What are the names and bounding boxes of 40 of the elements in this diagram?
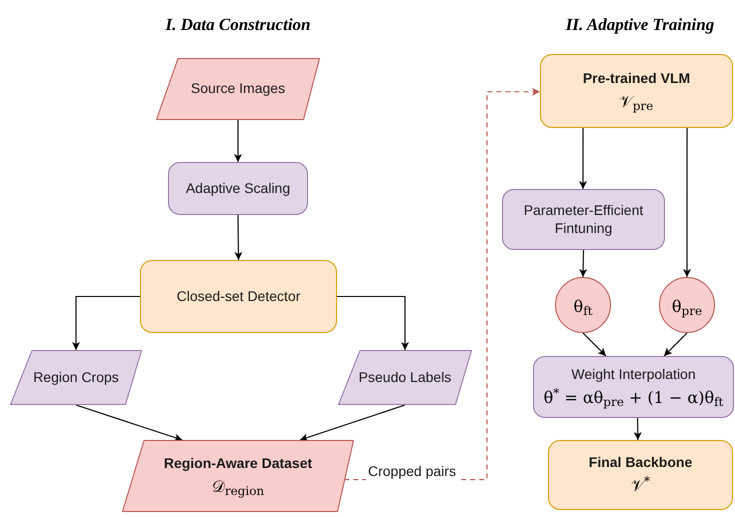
math-formula: θ$^{*}$ = αθ$_{pre}$ + (1 − α)θ$_{ft}$ <box>544 388 724 408</box>
arrow <box>300 404 406 442</box>
node-label: Parameter-Efficient Fintuning <box>522 202 644 237</box>
node-label: Closed-set Detector <box>176 288 302 306</box>
node-label: Region Crops <box>32 368 120 386</box>
data-parallelogram <box>10 350 142 405</box>
section-heading: I. Data Construction <box>166 14 310 36</box>
arrow <box>634 418 642 440</box>
node-label: Region-Aware Dataset <box>162 455 314 473</box>
model-box <box>548 440 733 510</box>
process-box <box>140 260 337 333</box>
process-box <box>168 162 308 215</box>
process-box <box>533 356 734 418</box>
arrow <box>337 296 409 350</box>
section-heading: II. Adaptive Training <box>566 14 714 36</box>
arrow <box>234 120 242 162</box>
arrow <box>72 296 140 350</box>
arrow <box>582 332 606 356</box>
node-label: Adaptive Scaling <box>184 180 292 198</box>
arrow <box>76 404 182 442</box>
arrow <box>664 332 688 356</box>
math-formula: θ$_{pre}$ <box>672 297 702 317</box>
math-formula: θ$_{ft}$ <box>574 297 592 317</box>
math-formula: 𝒱$^{*}$ <box>631 476 650 496</box>
node-label: Pseudo Labels <box>358 368 452 386</box>
node-label: Final Backbone <box>588 454 694 472</box>
input-parallelogram <box>156 58 320 120</box>
arrow <box>234 215 242 260</box>
process-box <box>502 189 665 250</box>
model-box <box>540 54 733 128</box>
math-formula: 𝒟$_{region}$ <box>212 476 264 497</box>
math-formula: 𝒱$_{pre}$ <box>620 92 654 112</box>
node-label: Weight Interpolation <box>570 366 697 384</box>
data-parallelogram <box>338 350 472 405</box>
node-label: Pre-trained VLM <box>582 70 692 88</box>
arrow <box>579 250 588 277</box>
arrow <box>683 128 691 277</box>
arrow <box>579 128 588 189</box>
node-label: Source Images <box>190 80 286 98</box>
dataset-parallelogram <box>122 440 354 512</box>
